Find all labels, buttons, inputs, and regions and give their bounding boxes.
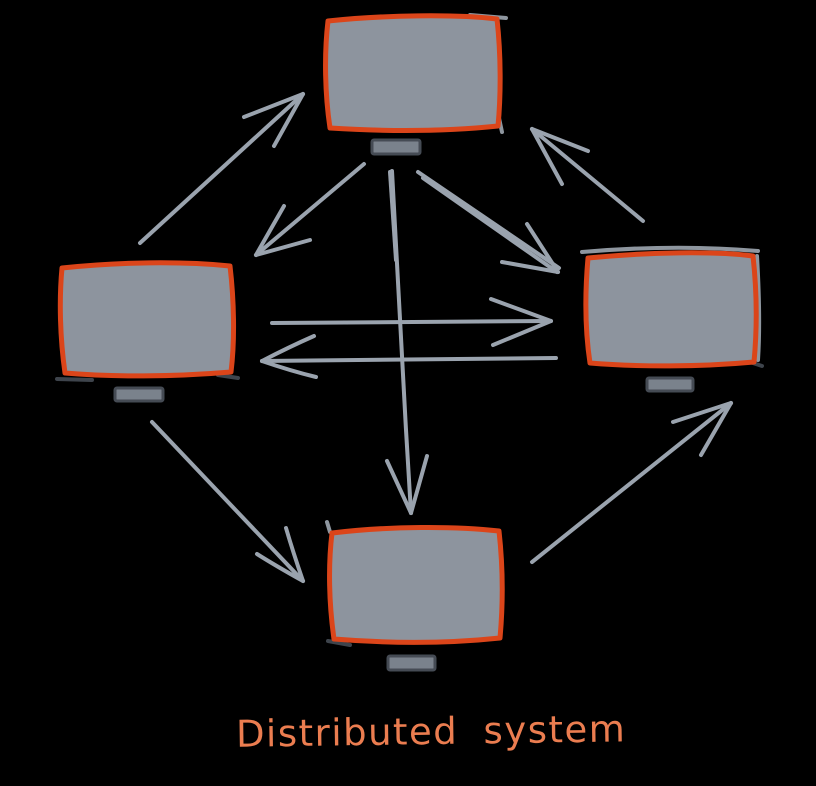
arrow-left-to-top	[138, 92, 305, 245]
sketch-stroke	[326, 639, 352, 647]
edge-shaft	[150, 420, 305, 583]
edge-wing	[255, 552, 305, 583]
monitor-stand	[113, 386, 165, 403]
node-computer-left	[55, 260, 240, 403]
node-computer-bottom	[325, 520, 505, 672]
sketch-stroke	[755, 254, 762, 362]
edge-wing	[671, 401, 733, 424]
edge-wing	[254, 238, 312, 257]
edge-wing	[284, 526, 305, 583]
edge-shaft	[270, 319, 552, 325]
edge-shaft	[421, 176, 559, 274]
arrow-top-to-bottom	[385, 169, 429, 515]
arrow-top-to-right	[416, 170, 561, 274]
arrow-left-to-bottom	[150, 420, 305, 583]
edge-wing	[699, 401, 733, 457]
node-computer-right	[580, 245, 764, 393]
edge-shaft	[416, 170, 561, 270]
sketch-stroke	[216, 373, 240, 380]
arrow-right-to-left	[260, 334, 558, 379]
edge-wing	[491, 319, 553, 347]
edge-wing	[260, 359, 318, 379]
edge-wing	[525, 222, 560, 274]
diagram-title: Distributed system	[235, 707, 627, 756]
edge-wing	[242, 92, 305, 119]
monitor-stand	[386, 654, 437, 672]
sketch-stroke	[325, 520, 332, 534]
edge-wing	[489, 297, 553, 323]
arrow-top-to-left	[254, 162, 366, 257]
monitor-screen	[583, 250, 759, 369]
sketch-stroke	[55, 377, 94, 382]
edge-shaft	[138, 92, 305, 245]
arrow-bottom-to-right	[530, 401, 733, 564]
edge-wing	[385, 459, 413, 515]
arrow-right-to-top	[530, 127, 645, 223]
monitor-screen	[327, 524, 505, 645]
edge-wing	[260, 334, 316, 363]
arrow-left-to-right	[270, 297, 553, 347]
monitor-screen	[323, 13, 503, 133]
edge-wing	[530, 127, 564, 186]
monitor-stand	[370, 138, 422, 156]
node-computer-top	[323, 13, 508, 156]
monitor-stand	[645, 376, 695, 393]
edge-shaft	[388, 170, 398, 262]
edge-shaft	[530, 401, 733, 564]
edge-wing	[530, 127, 590, 153]
edge-wing	[500, 260, 560, 274]
edge-shaft	[530, 127, 645, 223]
edge-wing	[272, 92, 305, 148]
edge-wing	[254, 204, 286, 257]
edge-shaft	[254, 162, 366, 257]
sketch-stroke	[580, 245, 760, 254]
edge-shaft	[260, 356, 558, 363]
monitor-screen	[57, 260, 237, 379]
edge-wing	[409, 454, 429, 515]
